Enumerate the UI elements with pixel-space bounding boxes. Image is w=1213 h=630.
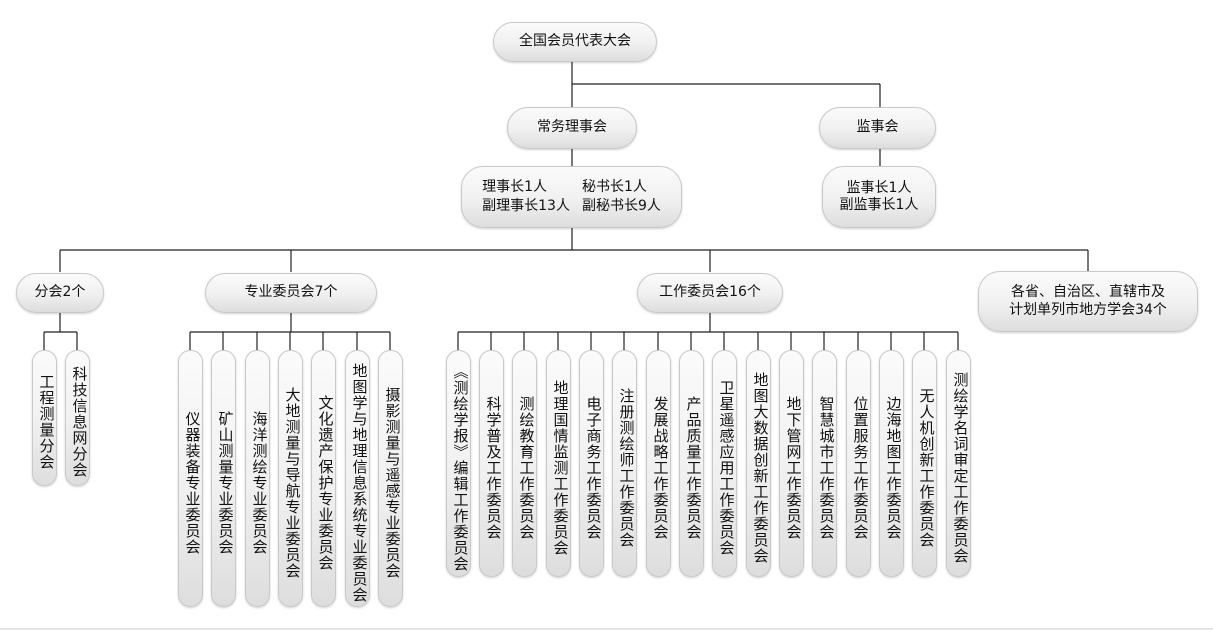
professional-committee-label: 仪器装备专业委员会 bbox=[183, 410, 202, 555]
national-congress: 全国会员代表大会 bbox=[493, 22, 657, 62]
professional-committee-label: 矿山测量专业委员会 bbox=[216, 410, 235, 555]
professional-committee: 仪器装备专业委员会 bbox=[177, 350, 203, 607]
standing-council: 常务理事会 bbox=[507, 107, 637, 149]
working-committee: 电子商务工作委员会 bbox=[578, 350, 604, 577]
professional-committee: 矿山测量专业委员会 bbox=[210, 350, 236, 607]
working-committee: 注册测绘师工作委员会 bbox=[611, 350, 637, 577]
working-committee-label: 测绘教育工作委员会 bbox=[517, 395, 536, 540]
branch-unit: 科技信息网分会 bbox=[64, 350, 90, 486]
working-committee: 地下管网工作委员会 bbox=[778, 350, 804, 577]
professional-committee-label: 大地测量与导航专业委员会 bbox=[283, 386, 302, 579]
working-committee: 卫星遥感应用工作委员会 bbox=[711, 350, 737, 577]
working-committee-label: 边海地图工作委员会 bbox=[884, 395, 903, 540]
working-committee-label: 发展战略工作委员会 bbox=[651, 395, 670, 540]
working-committee-label: 智慧城市工作委员会 bbox=[817, 395, 836, 540]
council-officers-box: 理事长1人 秘书长1人 副理事长13人 副秘书长9人 bbox=[461, 166, 682, 228]
working-committee-label: 《测绘学报》编辑工作委员会 bbox=[451, 363, 470, 572]
working-committee-label: 无人机创新工作委员会 bbox=[917, 387, 936, 548]
provincial-societies-node: 各省、自治区、直辖市及 计划单列市地方学会34个 bbox=[978, 271, 1198, 332]
council-officer: 理事长1人 bbox=[482, 178, 548, 195]
working-committee-label: 测绘学名词审定工作委员会 bbox=[951, 371, 970, 564]
supervisory-board: 监事会 bbox=[819, 107, 936, 149]
professional-committee-label: 地图学与地理信息系统专业委员会 bbox=[350, 362, 369, 603]
professional-committee-label: 摄影测量与遥感专业委员会 bbox=[383, 386, 402, 579]
professional-committees-label: 专业委员会7个 bbox=[244, 284, 338, 301]
supervisory-board-label: 监事会 bbox=[856, 119, 899, 136]
working-committee: 测绘学名词审定工作委员会 bbox=[945, 350, 971, 577]
branches-label: 分会2个 bbox=[34, 284, 86, 301]
branch-unit-label: 工程测量分会 bbox=[37, 374, 56, 470]
working-committee-label: 电子商务工作委员会 bbox=[584, 395, 603, 540]
working-committees-label: 工作委员会16个 bbox=[659, 284, 761, 301]
working-committee: 《测绘学报》编辑工作委员会 bbox=[445, 350, 471, 577]
working-committee: 边海地图工作委员会 bbox=[878, 350, 904, 577]
supervisory-officer: 副监事长1人 bbox=[839, 197, 919, 213]
provincial-societies-line: 计划单列市地方学会34个 bbox=[1009, 301, 1167, 318]
national-congress-label: 全国会员代表大会 bbox=[519, 33, 631, 50]
working-committee-label: 科学普及工作委员会 bbox=[484, 395, 503, 540]
professional-committee: 大地测量与导航专业委员会 bbox=[277, 350, 303, 607]
working-committee-label: 产品质量工作委员会 bbox=[684, 395, 703, 540]
working-committee-label: 地理国情监测工作委员会 bbox=[551, 379, 570, 556]
professional-committee: 摄影测量与遥感专业委员会 bbox=[377, 350, 403, 607]
council-officer: 副理事长13人 bbox=[482, 198, 570, 214]
working-committee-label: 地图大数据创新工作委员会 bbox=[751, 371, 770, 564]
working-committee: 产品质量工作委员会 bbox=[678, 350, 704, 577]
professional-committee-label: 海洋测绘专业委员会 bbox=[250, 410, 269, 555]
bottom-rule bbox=[0, 628, 1213, 630]
provincial-societies-line: 各省、自治区、直辖市及 bbox=[1011, 284, 1165, 300]
working-committee: 无人机创新工作委员会 bbox=[911, 350, 937, 577]
working-committee-label: 卫星遥感应用工作委员会 bbox=[717, 379, 736, 556]
working-committee: 地图大数据创新工作委员会 bbox=[745, 350, 771, 577]
professional-committee: 地图学与地理信息系统专业委员会 bbox=[344, 350, 370, 607]
working-committee: 发展战略工作委员会 bbox=[645, 350, 671, 577]
working-committee-label: 地下管网工作委员会 bbox=[784, 395, 803, 540]
working-committees-node: 工作委员会16个 bbox=[637, 273, 783, 313]
working-committee: 科学普及工作委员会 bbox=[478, 350, 504, 577]
professional-committees-node: 专业委员会7个 bbox=[205, 273, 377, 313]
standing-council-label: 常务理事会 bbox=[537, 119, 607, 136]
working-committee: 位置服务工作委员会 bbox=[845, 350, 871, 577]
working-committee-label: 位置服务工作委员会 bbox=[851, 395, 870, 540]
supervisory-officers-box: 监事长1人 副监事长1人 bbox=[822, 166, 936, 228]
professional-committee-label: 文化遗产保护专业委员会 bbox=[316, 394, 335, 571]
professional-committee: 海洋测绘专业委员会 bbox=[244, 350, 270, 607]
working-committee: 智慧城市工作委员会 bbox=[811, 350, 837, 577]
council-officer: 副秘书长9人 bbox=[581, 198, 661, 214]
supervisory-officer: 监事长1人 bbox=[846, 179, 912, 196]
branch-unit: 工程测量分会 bbox=[31, 350, 57, 486]
working-committee-label: 注册测绘师工作委员会 bbox=[617, 387, 636, 548]
branches-node: 分会2个 bbox=[16, 273, 104, 313]
working-committee: 测绘教育工作委员会 bbox=[511, 350, 537, 577]
council-officer: 秘书长1人 bbox=[581, 178, 647, 195]
branch-unit-label: 科技信息网分会 bbox=[70, 366, 89, 478]
professional-committee: 文化遗产保护专业委员会 bbox=[310, 350, 336, 607]
working-committee: 地理国情监测工作委员会 bbox=[545, 350, 571, 577]
